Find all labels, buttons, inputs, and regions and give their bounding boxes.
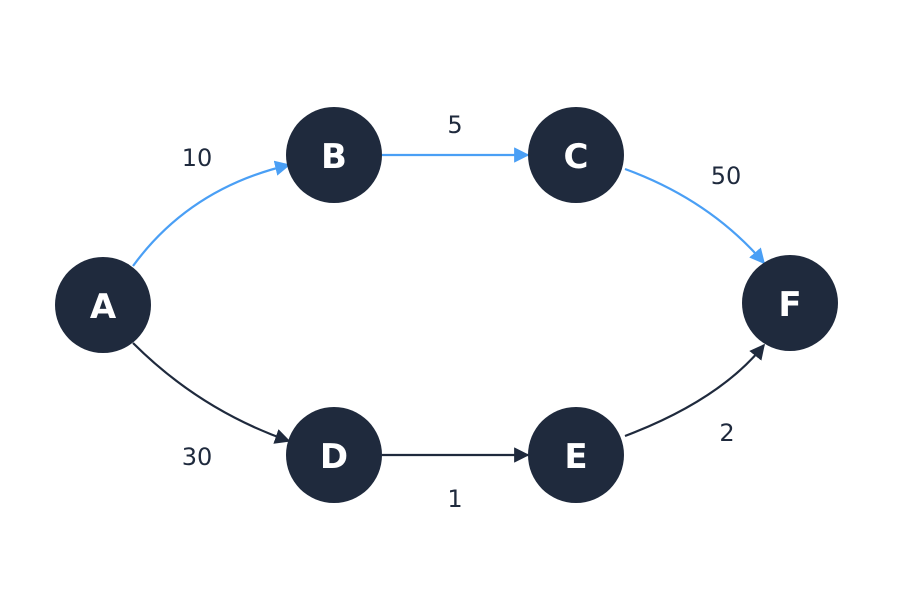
edge-weight-c-f: 50 <box>711 162 742 190</box>
edges-layer <box>132 147 766 463</box>
edge-a-b <box>132 160 291 267</box>
node-b: B <box>286 107 382 203</box>
node-d: D <box>286 407 382 503</box>
edge-c-f <box>624 167 766 265</box>
edge-weight-b-c: 5 <box>447 111 462 139</box>
node-circle-c <box>528 107 624 203</box>
node-label-f: F <box>778 285 801 325</box>
edge-weight-d-e: 1 <box>447 485 462 513</box>
node-label-a: A <box>90 287 117 327</box>
node-circle-e <box>528 407 624 503</box>
node-label-d: D <box>320 437 348 477</box>
node-circle-d <box>286 407 382 503</box>
edge-a-d <box>132 342 291 444</box>
node-label-c: C <box>564 137 589 177</box>
node-c: C <box>528 107 624 203</box>
node-e: E <box>528 407 624 503</box>
node-circle-f <box>742 255 838 351</box>
node-a: A <box>55 257 151 353</box>
node-label-b: B <box>321 137 347 177</box>
edge-e-f <box>624 343 765 438</box>
node-circle-a <box>55 257 151 353</box>
node-f: F <box>742 255 838 351</box>
node-circle-b <box>286 107 382 203</box>
edge-weight-a-b: 10 <box>182 144 213 172</box>
edge-weights-layer: 10 5 50 30 1 2 <box>182 111 742 513</box>
node-label-e: E <box>564 437 587 477</box>
edge-weight-a-d: 30 <box>182 443 213 471</box>
nodes-layer: A B C D E F <box>55 107 838 503</box>
edge-weight-e-f: 2 <box>719 419 734 447</box>
